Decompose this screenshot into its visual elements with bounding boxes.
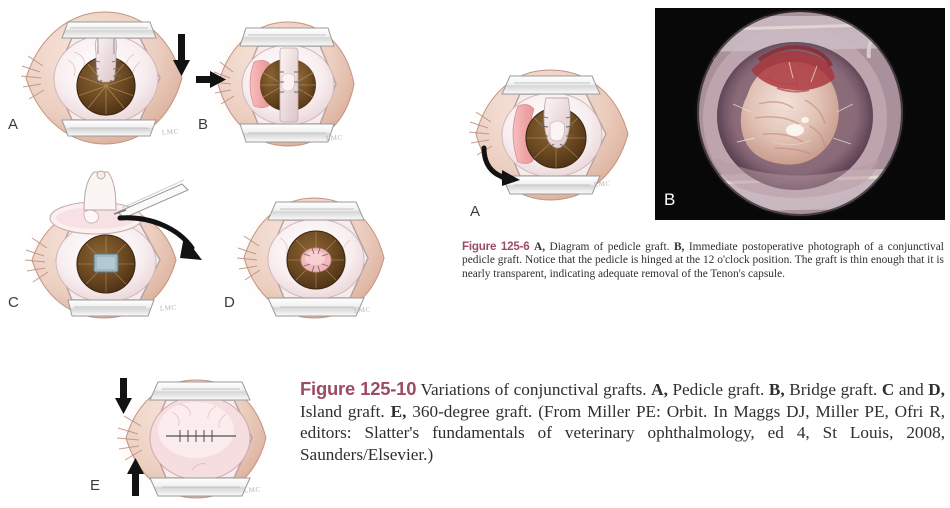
artist-signature: LMC [161,127,179,137]
caption10-ref-a: A, [651,380,668,399]
fig125-10-panel-e-illustration: LMC [96,372,286,504]
fig125-10-panel-b-illustration: LMC [196,14,356,154]
fig125-6-panel-a-illustration: LMC [460,62,640,212]
arrow-curved-glyph [117,215,202,260]
figure-125-10-caption: Figure 125-10 Variations of conjunctival… [300,378,945,465]
caption10-text-2: Bridge graft. [784,380,882,399]
fig125-10-panel-c-illustration: LMC [14,168,204,328]
caption10-ref-d: D, [928,380,945,399]
caption-text-2: Immediate postoperative photograph of a … [462,241,944,280]
caption10-text-4: Island graft. [300,401,391,421]
fig125-6-panel-letter-a: A [470,203,481,220]
artist-signature: LMC [353,305,371,315]
caption10-text-5: 360-degree graft. (From Miller PE: Orbit… [300,401,945,464]
arrow-down-glyph [173,34,190,76]
fig125-10-panel-letter-a: A [8,116,19,133]
caption10-text-1: Pedicle graft. [667,380,769,399]
figure-125-6-caption: Figure 125-6 A, Diagram of pedicle graft… [462,240,944,281]
caption-text-1: Diagram of pedicle graft. [545,241,674,253]
caption-panel-ref-b: B, [673,241,685,253]
caption10-ref-e: E, [390,401,407,421]
fig125-6-panel-letter-b: B [664,190,676,209]
fig125-10-panel-letter-d: D [224,294,236,311]
fig125-10-panel-letter-b: B [198,116,209,133]
arrow-curved-glyph [481,145,520,186]
caption10-text-3: and [894,380,929,399]
fig125-6-panel-b-photograph [655,8,945,220]
artist-signature: LMC [325,133,343,143]
artist-signature: LMC [243,485,261,495]
fig125-10-panel-letter-e: E [90,477,101,494]
arrow-right-glyph [196,71,226,88]
arrow-down-glyph [115,378,132,414]
caption-panel-ref-a: A, [533,241,546,253]
caption10-text-0: Variations of conjunctival grafts. [416,380,652,399]
arrow-up-glyph [127,458,144,496]
caption10-ref-c: C [881,380,895,399]
fig125-10-panel-letter-c: C [8,294,20,311]
figure-125-6-label: Figure 125-6 [462,240,530,253]
figure-125-10-label: Figure 125-10 [300,378,417,399]
caption10-ref-b: B, [768,380,785,399]
artist-signature: LMC [159,303,177,313]
artist-signature: LMC [593,179,611,189]
fig125-10-panel-d-illustration: LMC [226,186,386,326]
fig125-10-panel-a-illustration: LMC [10,4,200,152]
